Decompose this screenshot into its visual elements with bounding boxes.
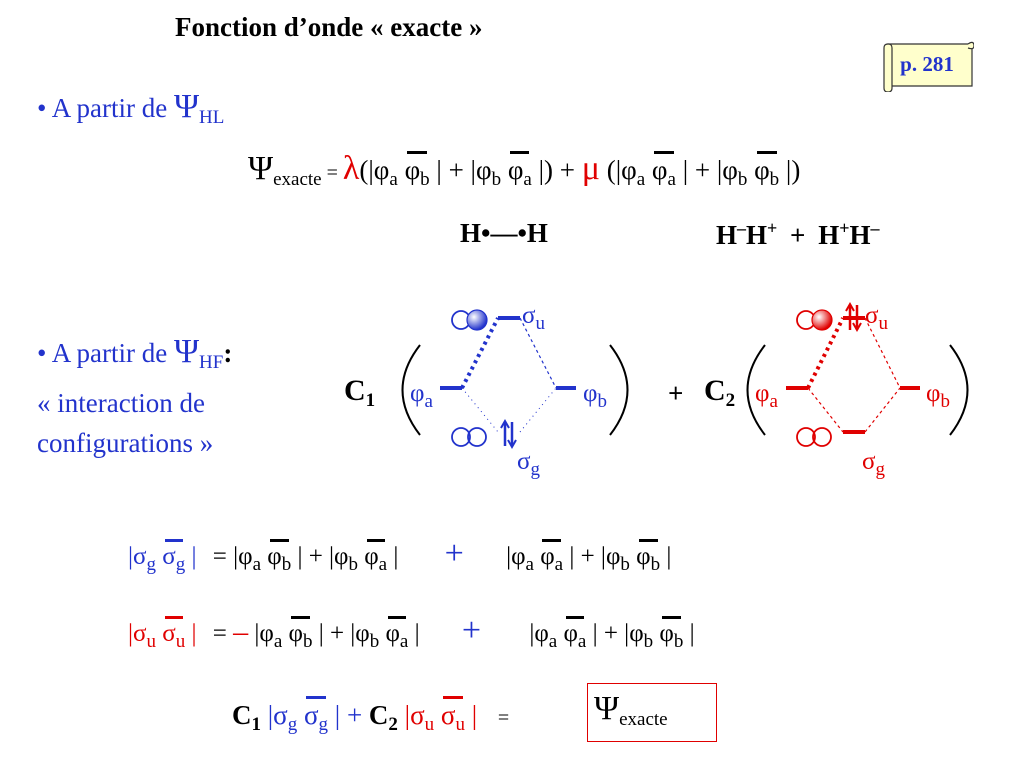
- plus-sign: +: [668, 378, 684, 408]
- minus-sign: –: [233, 615, 249, 648]
- phi-a-label: φa: [410, 380, 433, 412]
- psi-subscript: HL: [199, 107, 225, 128]
- det-close: |): [531, 155, 553, 185]
- coefficient-c1: C1: [344, 374, 376, 411]
- lambda-coefficient: λ: [342, 150, 360, 187]
- slide-title: Fonction d’onde « exacte »: [175, 12, 483, 42]
- page-reference-scroll: p. 281: [880, 40, 974, 92]
- covalent-structure: H•—•H: [460, 218, 548, 248]
- sub-a: a: [389, 169, 398, 190]
- phi-a-label: φa: [755, 380, 778, 412]
- orbital-circle: [451, 310, 471, 330]
- exact-psi: Ψexacte: [594, 690, 668, 730]
- psi-symbol: Ψ: [248, 150, 274, 187]
- equals-sign: =: [321, 162, 343, 184]
- plus-sign: +: [553, 155, 582, 185]
- ionic-structures: H–H+ + H+H–: [716, 218, 880, 250]
- plus-sign: +: [461, 612, 482, 649]
- psi-symbol: Ψ: [173, 88, 200, 125]
- bullet-hl-text: • A partir de: [37, 93, 174, 123]
- det-open: (|: [599, 155, 622, 185]
- det-mid: | + |: [429, 155, 476, 185]
- phi-b-label: φb: [926, 380, 950, 412]
- bullet-hartree-fock: • A partir de ΨHF: « interaction de conf…: [37, 333, 233, 458]
- coefficient-c2: C2: [704, 374, 736, 411]
- mu-coefficient: μ: [581, 150, 600, 187]
- sub-a: a: [636, 169, 646, 190]
- orbital-lobe: [466, 309, 488, 331]
- sigma-u-label: σu: [865, 302, 888, 334]
- phi: φ: [722, 155, 738, 185]
- plus-sign: +: [444, 535, 464, 572]
- plus-sign: +: [790, 220, 806, 250]
- phi: φ: [621, 155, 637, 185]
- sigma-g-label: σg: [517, 448, 540, 480]
- sigma-g-determinant-relation: |σg σg | = |φa φb | + |φb φa | + |φa φa …: [128, 535, 672, 575]
- exact-psi-box: [587, 683, 717, 742]
- sub-b: b: [737, 169, 748, 190]
- page-reference-text: p. 281: [900, 52, 954, 76]
- phi-bar: φa: [651, 151, 676, 190]
- phi-bar: φa: [507, 151, 532, 190]
- sub-b: b: [491, 169, 502, 190]
- psi-subscript: exacte: [273, 169, 322, 190]
- phi-b-label: φb: [583, 380, 607, 412]
- sigma-u-label: σu: [522, 302, 545, 334]
- exact-wavefunction-equation: Ψexacte = λ(|φa φb | + |φb φa |) + μ (|φ…: [248, 150, 800, 191]
- det-close: |): [779, 155, 801, 185]
- scroll-icon: [883, 41, 974, 92]
- sigma-g-label: σg: [862, 448, 885, 480]
- phi: φ: [475, 155, 492, 185]
- phi-bar: φb: [754, 151, 780, 190]
- phi: φ: [373, 155, 390, 185]
- bullet-heitler-london: • A partir de ΨHL: [37, 88, 224, 129]
- phi-bar: φb: [404, 151, 430, 190]
- sigma-u-determinant-relation: |σu σu | = – |φa φb | + |φb φa | + |φa φ…: [128, 612, 695, 652]
- final-equation: C1 |σg σg | + C2 |σu σu | =: [232, 696, 510, 735]
- det-mid: | + |: [675, 155, 723, 185]
- det-open: (|: [359, 155, 374, 185]
